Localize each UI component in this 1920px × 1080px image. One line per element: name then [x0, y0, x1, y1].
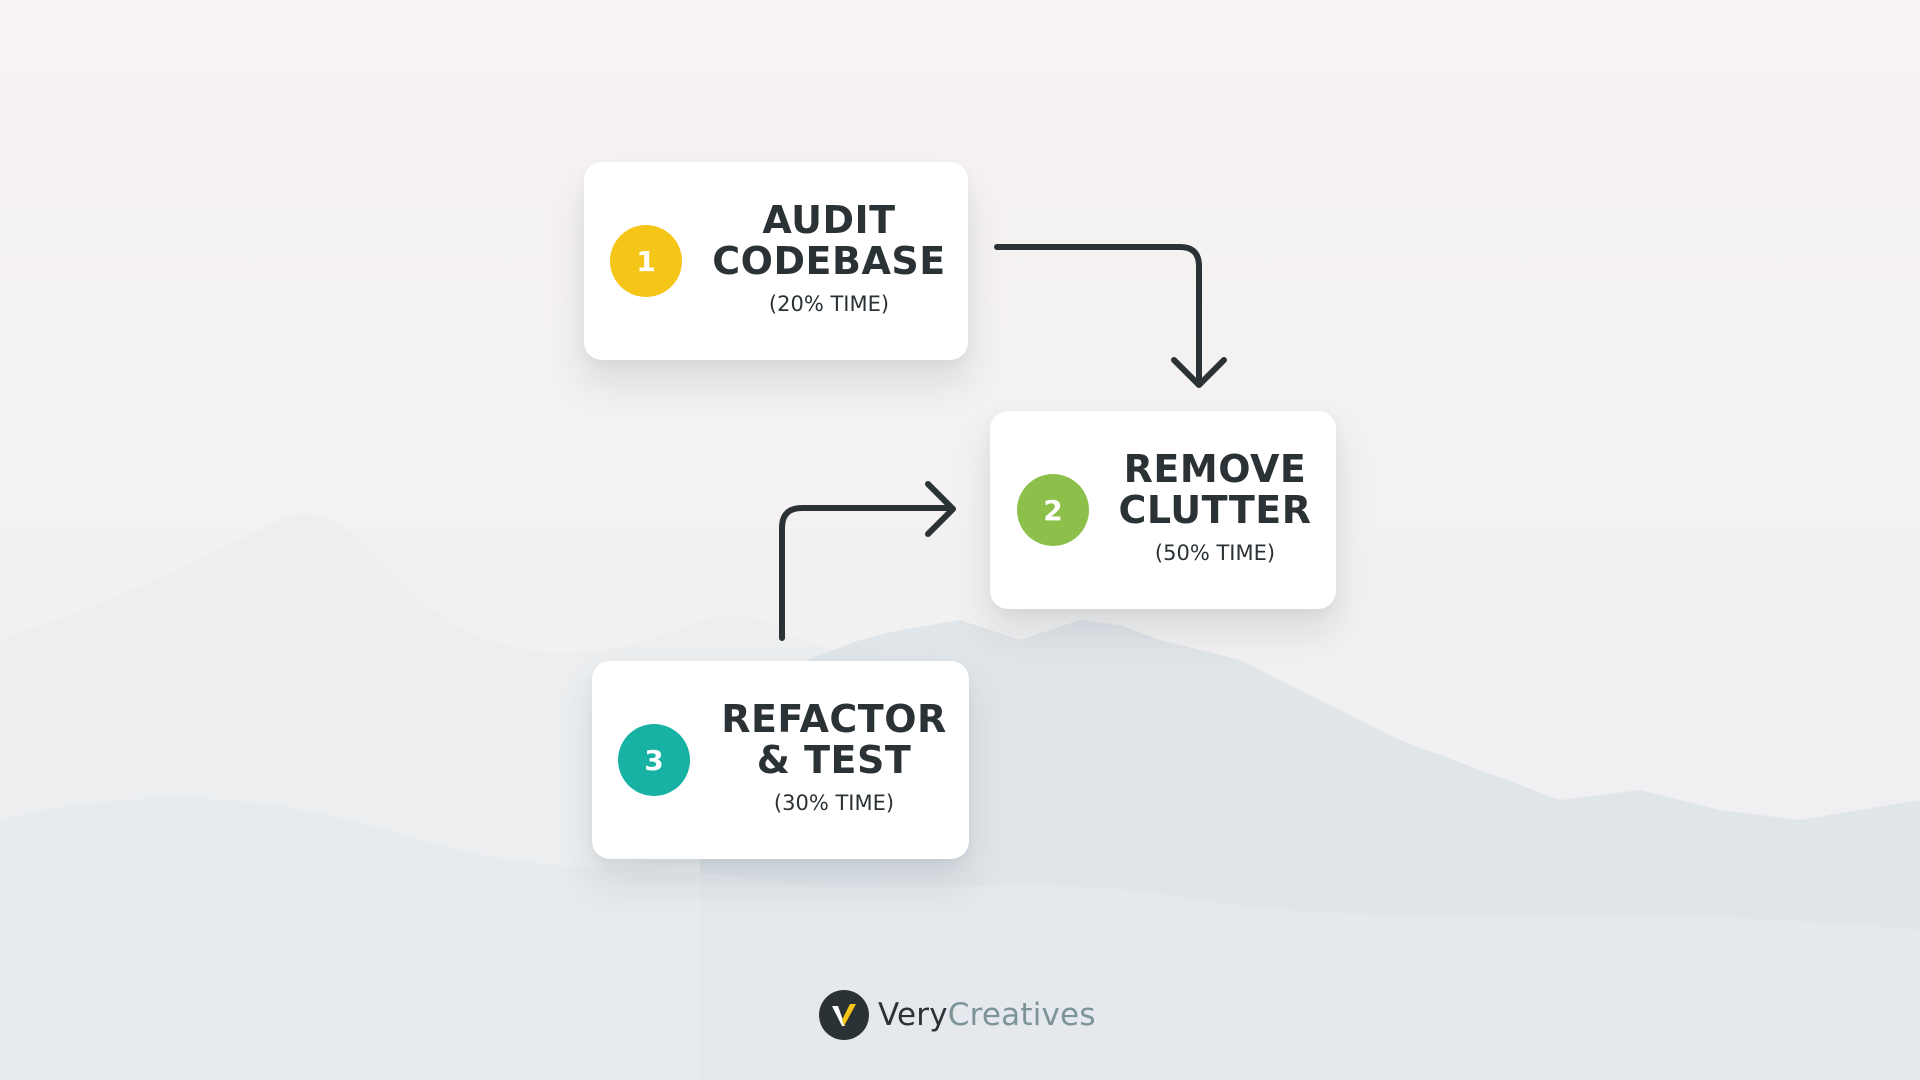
step-text-2: REMOVE CLUTTER (50% TIME)	[1102, 447, 1328, 566]
step-title-line2: & TEST	[756, 738, 912, 782]
step-title-line2: CODEBASE	[712, 239, 946, 283]
step-time: (20% TIME)	[768, 292, 890, 316]
very-creatives-logo-icon	[819, 990, 869, 1040]
step-title-line1: AUDIT	[762, 198, 896, 242]
step-title-line1: REFACTOR	[721, 697, 947, 741]
step-number-badge-1: 1	[610, 225, 682, 297]
logo-wordmark: VeryCreatives	[878, 997, 1096, 1033]
very-creatives-logo: VeryCreatives	[818, 988, 1096, 1042]
step-time: (50% TIME)	[1154, 541, 1276, 565]
step-text-1: AUDIT CODEBASE (20% TIME)	[696, 198, 962, 317]
step-number-badge-2: 2	[1017, 474, 1089, 546]
logo-word-very: Very	[878, 997, 948, 1033]
step-text-3: REFACTOR & TEST (30% TIME)	[704, 697, 964, 816]
step-time: (30% TIME)	[773, 791, 895, 815]
step-card-remove-clutter: 2 REMOVE CLUTTER (50% TIME)	[990, 411, 1336, 609]
step-card-audit: 1 AUDIT CODEBASE (20% TIME)	[584, 162, 968, 360]
step-title-line1: REMOVE	[1123, 447, 1307, 491]
logo-word-creatives: Creatives	[947, 997, 1096, 1033]
step-title-line2: CLUTTER	[1118, 488, 1312, 532]
step-card-refactor-test: 3 REFACTOR & TEST (30% TIME)	[592, 661, 969, 859]
step-number-badge-3: 3	[618, 724, 690, 796]
